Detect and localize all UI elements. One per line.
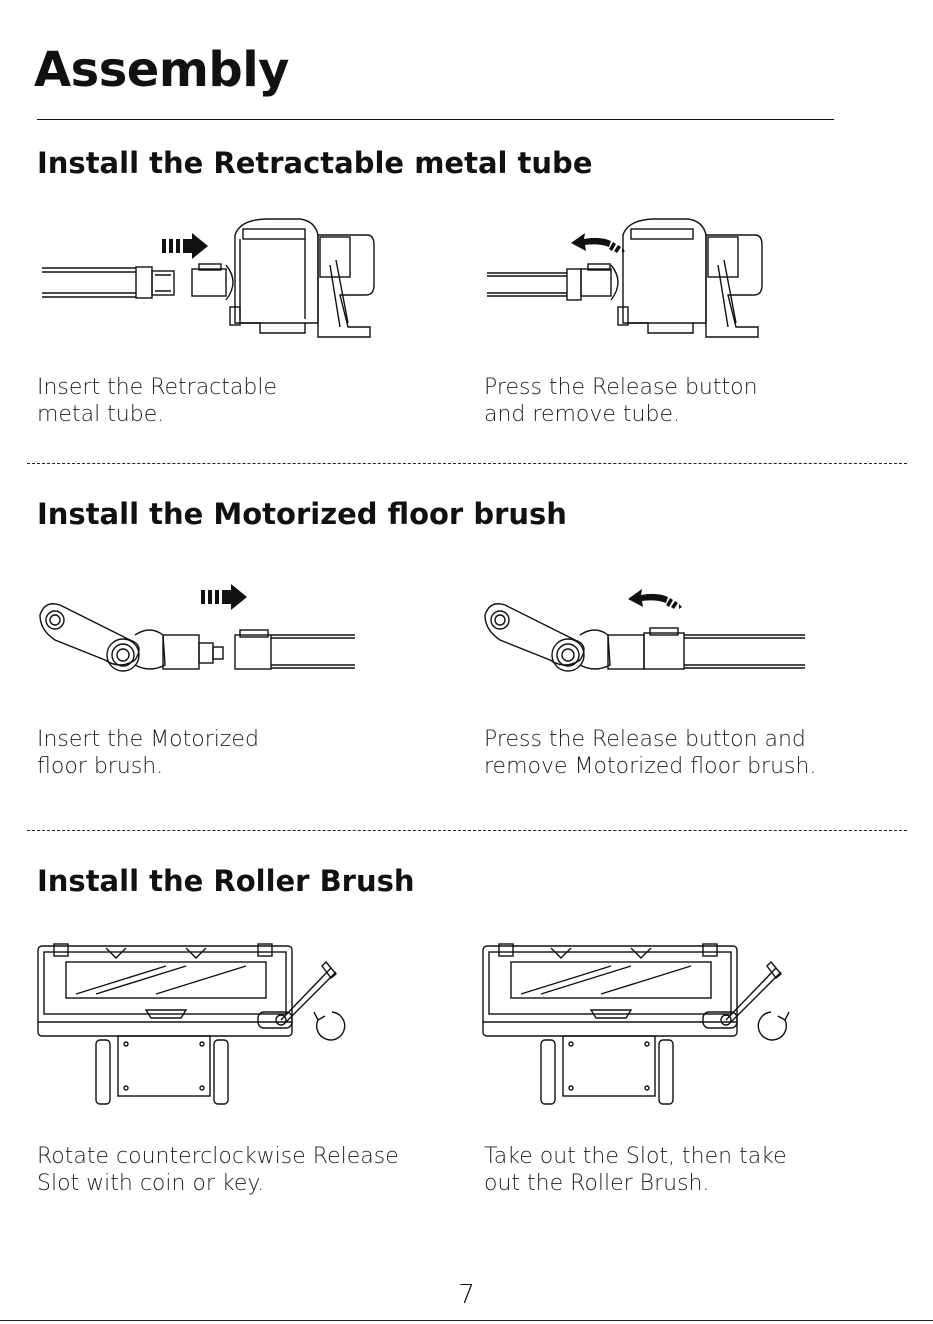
section-heading-floor-brush: Install the Motorized floor brush (37, 497, 567, 531)
caption-remove-roller-brush: Take out the Slot, then take out the Rol… (484, 1144, 787, 1196)
page-bottom-border (0, 1320, 933, 1321)
figure-remove-floor-brush (480, 585, 810, 685)
caption-release-slot: Rotate counterclockwise Release Slot wit… (37, 1144, 399, 1196)
figure-insert-floor-brush (35, 584, 365, 685)
figure-remove-metal-tube (485, 215, 785, 345)
figure-remove-roller-brush (481, 940, 791, 1110)
caption-insert-floor-brush: Insert the Motorized floor brush. (37, 727, 259, 779)
section-divider (27, 830, 907, 831)
caption-insert-metal-tube: Insert the Retractable metal tube. (37, 375, 277, 427)
page-title: Assembly (34, 42, 289, 98)
curved-left-arrow-icon (628, 589, 682, 609)
section-heading-metal-tube: Install the Retractable metal tube (37, 146, 593, 180)
counterclockwise-arrow-icon (313, 1011, 346, 1041)
curved-left-arrow-icon (571, 233, 625, 253)
clockwise-arrow-icon (757, 1011, 790, 1041)
caption-remove-metal-tube: Press the Release button and remove tube… (484, 375, 758, 427)
section-heading-roller-brush: Install the Roller Brush (37, 864, 415, 898)
figure-insert-metal-tube (40, 215, 380, 345)
page-number: 7 (458, 1280, 475, 1310)
push-right-arrow-icon (162, 233, 208, 259)
caption-remove-floor-brush: Press the Release button and remove Moto… (484, 727, 817, 779)
section-divider (27, 463, 907, 464)
figure-release-slot (36, 940, 346, 1110)
push-right-arrow-icon (201, 584, 247, 610)
title-underline (37, 119, 834, 120)
